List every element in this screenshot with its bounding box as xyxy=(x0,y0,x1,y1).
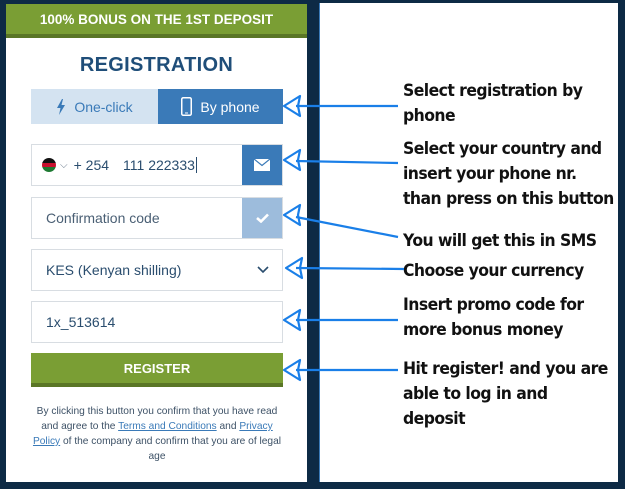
phone-input-group: ⌵ + 254 111 222333 xyxy=(31,144,283,186)
tab-by-phone-label: By phone xyxy=(200,98,260,115)
note-select-by-phone: Select registration by phone xyxy=(403,79,583,129)
note-line: insert your phone nr. xyxy=(403,164,577,184)
note-line: Select registration by xyxy=(403,81,583,101)
instructions-panel: Select registration by phone Select your… xyxy=(319,3,618,482)
note-line: able to log in and xyxy=(403,384,548,404)
note-promo-code: Insert promo code for more bonus money xyxy=(403,293,584,343)
chevron-down-icon xyxy=(257,266,269,274)
country-chevron-down-icon[interactable]: ⌵ xyxy=(60,159,68,171)
note-line: You will get this in SMS xyxy=(403,231,597,251)
disclaimer-text: and xyxy=(216,421,240,432)
currency-selected-value: KES (Kenyan shilling) xyxy=(46,262,182,278)
legal-disclaimer: By clicking this button you confirm that… xyxy=(32,404,282,464)
smartphone-icon xyxy=(181,97,193,116)
confirm-code-button[interactable] xyxy=(242,198,282,238)
register-button[interactable]: REGISTER xyxy=(31,353,283,387)
kenya-flag-icon[interactable] xyxy=(42,158,56,172)
bonus-banner-text: 100% BONUS ON THE 1ST DEPOSIT xyxy=(39,11,274,27)
note-line: Hit register! and you are xyxy=(403,359,608,379)
terms-and-conditions-link[interactable]: Terms and Conditions xyxy=(118,421,217,432)
tab-one-click-label: One-click xyxy=(74,98,133,115)
send-sms-button[interactable] xyxy=(242,145,282,185)
note-line: Select your country and xyxy=(403,139,602,159)
note-currency: Choose your currency xyxy=(403,259,584,284)
disclaimer-text: By clicking this button you confirm that… xyxy=(36,406,278,432)
confirmation-code-field[interactable]: Confirmation code xyxy=(31,197,283,239)
confirmation-code-placeholder: Confirmation code xyxy=(46,210,160,226)
note-line: Choose your currency xyxy=(403,261,584,281)
promo-code-field[interactable]: 1x_513614 xyxy=(31,301,283,343)
note-country-phone: Select your country and insert your phon… xyxy=(403,137,614,212)
note-line: Insert promo code for xyxy=(403,295,584,315)
note-line: more bonus money xyxy=(403,320,563,340)
tab-one-click[interactable]: One-click xyxy=(31,89,158,124)
page-title: REGISTRATION xyxy=(79,54,234,76)
note-sms-code: You will get this in SMS xyxy=(403,229,597,254)
phone-number-input[interactable]: 111 222333 xyxy=(123,157,197,173)
checkmark-icon xyxy=(255,213,269,223)
register-button-label: REGISTER xyxy=(123,360,191,376)
bonus-banner: 100% BONUS ON THE 1ST DEPOSIT xyxy=(6,4,307,38)
tab-by-phone[interactable]: By phone xyxy=(158,89,283,124)
note-line: than press on this button xyxy=(403,189,614,209)
registration-form: 100% BONUS ON THE 1ST DEPOSIT REGISTRATI… xyxy=(6,4,307,482)
note-line: phone xyxy=(403,106,456,126)
note-line: deposit xyxy=(403,409,466,429)
note-register: Hit register! and you are able to log in… xyxy=(403,357,608,432)
lightning-icon xyxy=(57,98,66,115)
envelope-icon xyxy=(254,159,270,171)
disclaimer-text: of the company and confirm that you are … xyxy=(60,436,282,462)
currency-select[interactable]: KES (Kenyan shilling) xyxy=(31,249,283,291)
country-code[interactable]: + 254 xyxy=(73,157,110,173)
registration-tabs: One-click By phone xyxy=(31,89,283,124)
promo-code-value: 1x_513614 xyxy=(46,314,116,330)
privacy-policy-link[interactable]: Privacy Policy xyxy=(32,421,273,447)
